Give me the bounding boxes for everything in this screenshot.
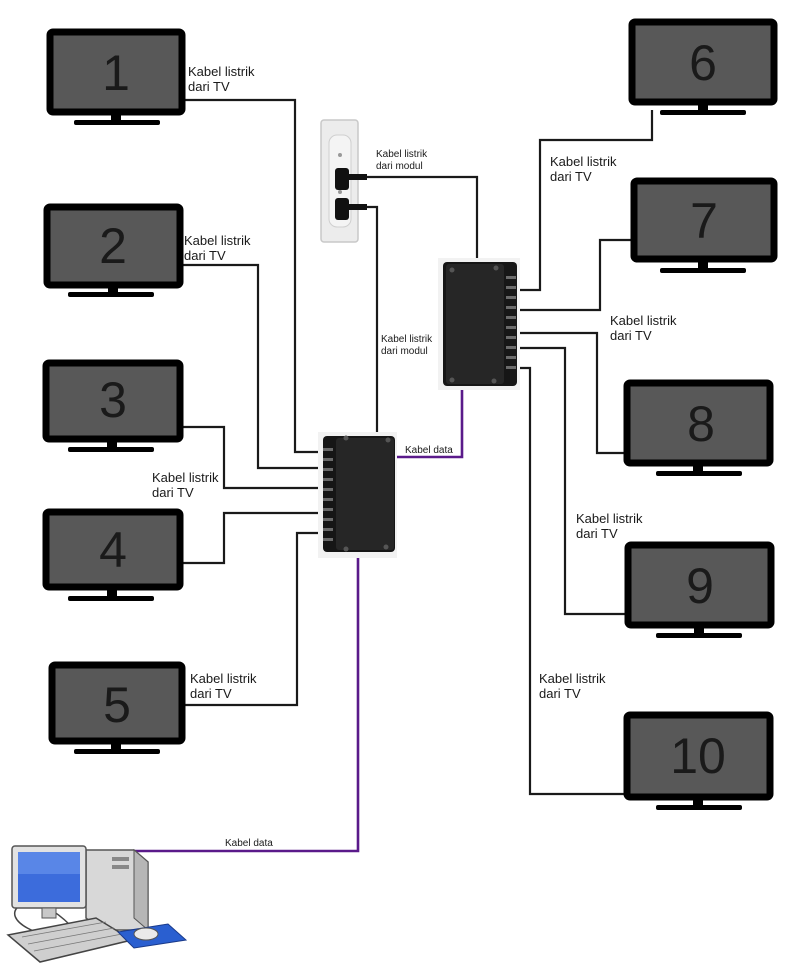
tv-2: 4 xyxy=(42,508,184,601)
tv-number: 7 xyxy=(690,193,718,249)
tv-number: 1 xyxy=(102,45,130,101)
cable-tv10 xyxy=(518,366,628,796)
data-cable-hub-to-hub xyxy=(395,386,464,459)
tv-4: 2 xyxy=(43,203,184,297)
cable-tv6 xyxy=(515,110,654,292)
label-module-top-line2: dari modul xyxy=(376,161,423,172)
module-hub-right xyxy=(438,258,520,390)
power-cables xyxy=(180,98,654,796)
label-data-hubs: Kabel data xyxy=(405,445,453,456)
tv-number: 8 xyxy=(687,396,715,452)
cable-tv7 xyxy=(515,238,632,312)
label-tv7-line1: Kabel listrik xyxy=(610,313,677,328)
tv-number: 4 xyxy=(99,522,127,578)
tv-7: 7 xyxy=(630,177,778,273)
label-tv7-line2: dari TV xyxy=(610,328,652,343)
label-tv5-line2: dari TV xyxy=(188,79,230,94)
label-tv5-line1: Kabel listrik xyxy=(188,64,255,79)
tv-number: 3 xyxy=(99,372,127,428)
wall-outlet xyxy=(320,119,367,243)
label-tv9-line2: dari TV xyxy=(576,526,618,541)
cable-tv4 xyxy=(180,263,320,470)
label-data-pc: Kabel data xyxy=(225,838,273,849)
cable-outlet-to-hub-left xyxy=(365,205,379,433)
cable-tv5 xyxy=(182,98,320,454)
tv-1: 5 xyxy=(48,661,186,754)
tv-number: 5 xyxy=(103,677,131,733)
cable-tv2 xyxy=(182,511,320,565)
data-cables xyxy=(128,386,464,853)
label-module-mid-line2: dari modul xyxy=(381,346,428,357)
label-tv6-line1: Kabel listrik xyxy=(550,154,617,169)
label-module-top-line1: Kabel listrik xyxy=(376,149,428,160)
cable-tv1 xyxy=(182,531,320,707)
tv-6: 6 xyxy=(628,18,778,115)
mouse-icon xyxy=(133,927,159,941)
label-tv3-line2: dari TV xyxy=(152,485,194,500)
tv-number: 9 xyxy=(686,558,714,614)
label-module-mid-line1: Kabel listrik xyxy=(381,334,433,345)
label-tv1-line2: dari TV xyxy=(190,686,232,701)
label-tv6-line2: dari TV xyxy=(550,169,592,184)
tv-number: 10 xyxy=(670,728,726,784)
labels: Kabel listrik dari TV Kabel listrik dari… xyxy=(152,64,677,849)
tv-5: 1 xyxy=(46,28,186,125)
label-tv10-line2: dari TV xyxy=(539,686,581,701)
label-tv4-line2: dari TV xyxy=(184,248,226,263)
cable-tv9 xyxy=(518,346,628,616)
label-tv10-line1: Kabel listrik xyxy=(539,671,606,686)
label-tv1-line1: Kabel listrik xyxy=(190,671,257,686)
cable-tv8 xyxy=(518,331,625,455)
tv-8: 8 xyxy=(623,379,774,476)
desktop-computer xyxy=(6,845,188,963)
cable-outlet-to-hub-right xyxy=(367,175,479,262)
tv-3: 3 xyxy=(42,359,184,452)
module-hub-left xyxy=(318,432,397,558)
label-tv9-line1: Kabel listrik xyxy=(576,511,643,526)
tv-10: 10 xyxy=(623,711,774,810)
cable-tv3 xyxy=(180,425,320,490)
tv-number: 6 xyxy=(689,35,717,91)
label-tv3-line1: Kabel listrik xyxy=(152,470,219,485)
label-tv4-line1: Kabel listrik xyxy=(184,233,251,248)
tv-number: 2 xyxy=(99,218,127,274)
tv-9: 9 xyxy=(624,541,775,638)
data-cable-pc-to-hub xyxy=(128,552,360,853)
